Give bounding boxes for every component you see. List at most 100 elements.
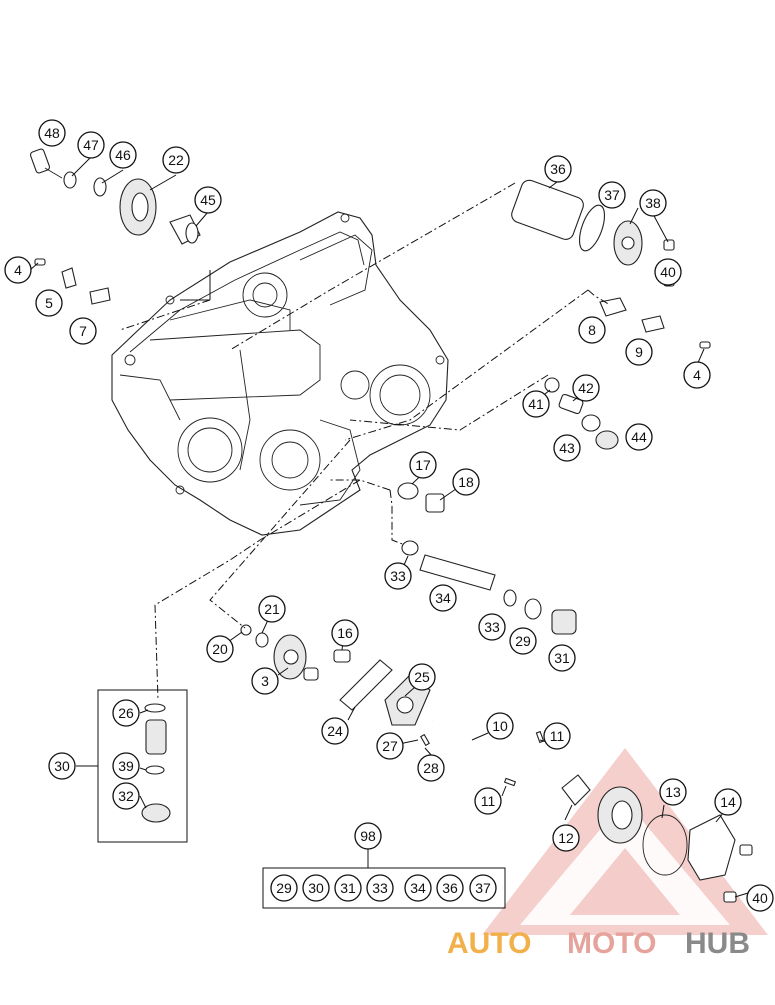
callout-45[interactable]: 45 <box>194 186 222 214</box>
gear-22 <box>29 148 201 245</box>
callout-7-label: 7 <box>79 323 87 339</box>
callout-43[interactable]: 43 <box>553 434 581 462</box>
callout-31[interactable]: 31 <box>548 644 576 672</box>
callout-36[interactable]: 36 <box>544 155 572 183</box>
callout-11-b-label: 11 <box>481 793 496 809</box>
callout-29[interactable]: 29 <box>509 627 537 655</box>
callout-40-top-label: 40 <box>660 264 676 280</box>
callout-34-label: 34 <box>435 590 451 606</box>
callout-47[interactable]: 47 <box>77 131 105 159</box>
kit-item-34[interactable]: 34 <box>404 874 432 902</box>
callout-16-label: 16 <box>337 625 353 641</box>
callout-39-label: 39 <box>118 758 134 774</box>
pump-shaft-34 <box>401 540 577 635</box>
callout-13[interactable]: 13 <box>659 778 687 806</box>
kit-item-33[interactable]: 33 <box>366 874 394 902</box>
kit-item-37[interactable]: 37 <box>469 874 497 902</box>
callout-3[interactable]: 3 <box>251 667 279 695</box>
kit-item-36[interactable]: 36 <box>436 874 464 902</box>
callout-29-label: 29 <box>515 633 531 649</box>
oil-filter <box>511 179 675 287</box>
callout-45-label: 45 <box>200 192 216 208</box>
callout-12-label: 12 <box>558 830 574 846</box>
callout-17[interactable]: 17 <box>409 451 437 479</box>
callout-11-a-label: 11 <box>550 728 565 744</box>
callout-40-bottom-label: 40 <box>752 890 768 906</box>
callout-22[interactable]: 22 <box>162 146 190 174</box>
callout-46-label: 46 <box>115 147 131 163</box>
filter-group-box <box>97 689 188 843</box>
callout-27[interactable]: 27 <box>376 732 404 760</box>
callout-41-label: 41 <box>528 396 544 412</box>
callout-42[interactable]: 42 <box>572 374 600 402</box>
callout-38-label: 38 <box>645 195 661 211</box>
callout-48[interactable]: 48 <box>38 119 66 147</box>
crankcase <box>111 211 449 536</box>
callout-20-label: 20 <box>212 641 228 657</box>
callout-42-label: 42 <box>578 380 594 396</box>
callout-26-label: 26 <box>118 705 134 721</box>
callout-37-label: 37 <box>604 187 620 203</box>
callout-98[interactable]: 98 <box>354 822 382 850</box>
callout-40-top[interactable]: 40 <box>654 258 682 286</box>
shaft-10 <box>432 718 545 787</box>
callout-11-b[interactable]: 11 <box>474 787 502 815</box>
watermark-auto: AUTO <box>447 927 531 960</box>
filter-30-parts <box>141 703 171 823</box>
callout-24-label: 24 <box>327 723 343 739</box>
callout-18[interactable]: 18 <box>452 468 480 496</box>
kit-item-31[interactable]: 31 <box>334 874 362 902</box>
callout-14[interactable]: 14 <box>714 788 742 816</box>
callout-26[interactable]: 26 <box>112 699 140 727</box>
callout-46[interactable]: 46 <box>109 141 137 169</box>
callout-16[interactable]: 16 <box>331 619 359 647</box>
kit-box <box>262 867 506 909</box>
callout-37[interactable]: 37 <box>598 181 626 209</box>
callout-18-label: 18 <box>458 474 474 490</box>
plug-17-18 <box>397 482 445 513</box>
callout-28-label: 28 <box>423 760 439 776</box>
callout-40-bottom[interactable]: 40 <box>746 884 774 912</box>
callout-4-left[interactable]: 4 <box>4 256 32 284</box>
callout-7[interactable]: 7 <box>69 317 97 345</box>
callout-24[interactable]: 24 <box>321 717 349 745</box>
callout-28[interactable]: 28 <box>417 754 445 782</box>
valve-41-44 <box>544 377 619 450</box>
callout-11-a[interactable]: 11 <box>543 722 571 750</box>
callout-9[interactable]: 9 <box>625 338 653 366</box>
callout-9-label: 9 <box>635 344 643 360</box>
callout-21[interactable]: 21 <box>258 595 286 623</box>
callout-8[interactable]: 8 <box>578 316 606 344</box>
callout-5[interactable]: 5 <box>35 289 63 317</box>
callout-20[interactable]: 20 <box>206 635 234 663</box>
kit-item-33-label: 33 <box>372 880 388 896</box>
kit-item-29[interactable]: 29 <box>270 874 298 902</box>
callout-33-a[interactable]: 33 <box>384 562 412 590</box>
callout-10-label: 10 <box>492 718 508 734</box>
callout-98-label: 98 <box>360 828 376 844</box>
callout-30[interactable]: 30 <box>48 752 76 780</box>
callout-38[interactable]: 38 <box>639 189 667 217</box>
callout-32[interactable]: 32 <box>112 782 140 810</box>
callout-27-label: 27 <box>382 738 398 754</box>
gear-3 <box>240 624 351 681</box>
callout-22-label: 22 <box>168 152 184 168</box>
callout-10[interactable]: 10 <box>486 712 514 740</box>
callout-41[interactable]: 41 <box>522 390 550 418</box>
pump-cover-12-14 <box>561 774 753 903</box>
callout-21-label: 21 <box>264 601 280 617</box>
callout-47-label: 47 <box>83 137 99 153</box>
callout-25-label: 25 <box>414 669 430 685</box>
callout-34[interactable]: 34 <box>429 584 457 612</box>
callout-4-right[interactable]: 4 <box>683 361 711 389</box>
callout-12[interactable]: 12 <box>552 824 580 852</box>
callout-30-label: 30 <box>54 758 70 774</box>
callout-44-label: 44 <box>631 429 647 445</box>
watermark-moto: MOTO <box>567 927 656 960</box>
callout-33-b-label: 33 <box>484 619 500 635</box>
kit-item-30[interactable]: 30 <box>302 874 330 902</box>
callout-44[interactable]: 44 <box>625 423 653 451</box>
callout-33-b[interactable]: 33 <box>478 613 506 641</box>
callout-39[interactable]: 39 <box>112 752 140 780</box>
callout-25[interactable]: 25 <box>408 663 436 691</box>
